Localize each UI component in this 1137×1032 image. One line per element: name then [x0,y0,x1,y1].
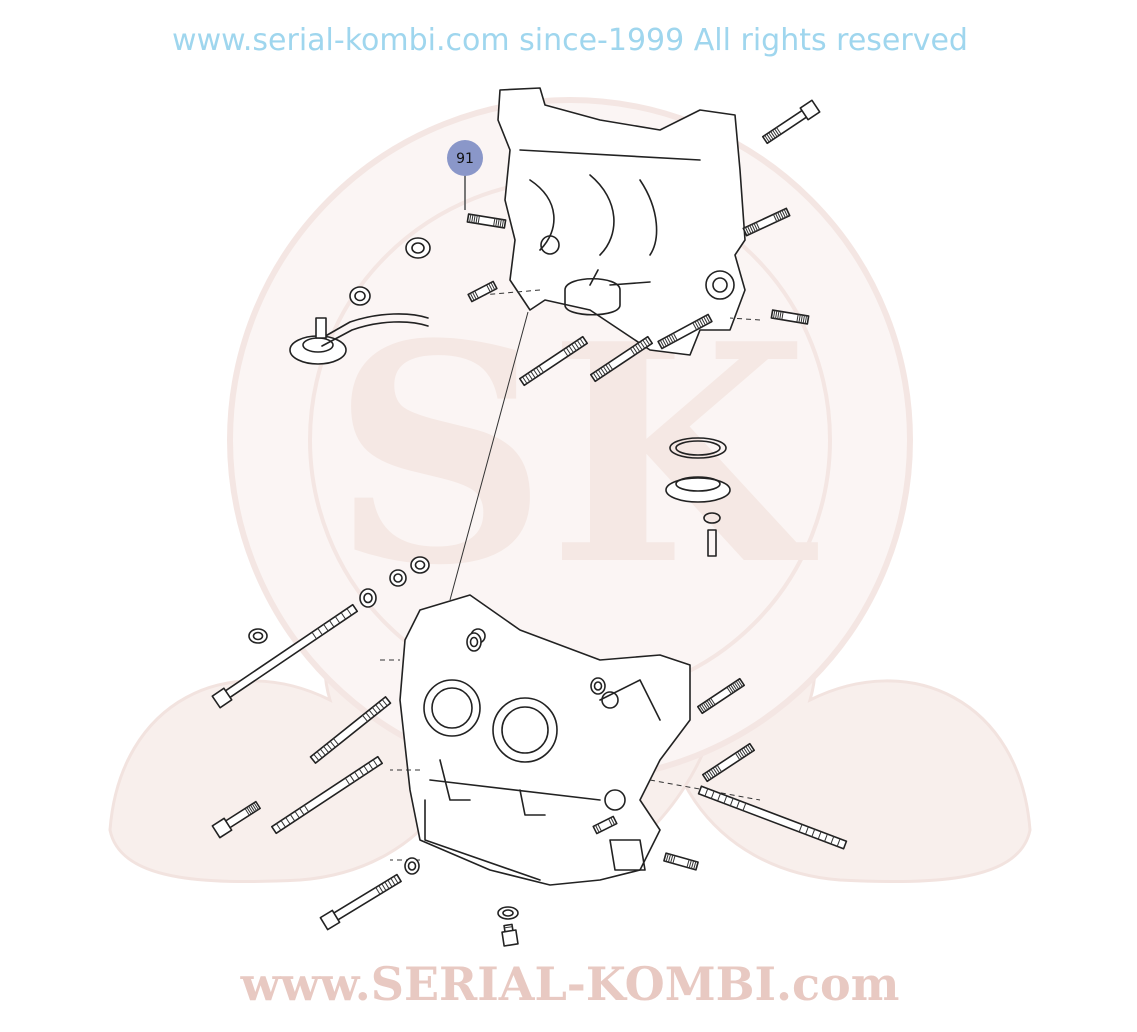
washer [407,861,417,871]
washer [252,631,264,641]
stud [270,755,384,835]
stud [466,213,507,229]
washer [411,242,425,254]
stud [657,313,713,350]
washer [593,681,603,691]
lower-crankcase-half [399,594,691,886]
stud [742,207,791,237]
watermark-monogram: SK [331,278,820,631]
stud [589,335,654,383]
watermark-arc-text: www.serial-kombi.com since-1999 All righ… [172,23,968,58]
stud [770,309,810,325]
upper-crankcase-half [497,87,746,356]
stud [701,742,756,783]
washer [414,560,426,570]
callout-91[interactable]: 91 [447,140,483,210]
stud [696,677,746,715]
callout-badge[interactable] [447,140,483,176]
washer [469,636,479,648]
stud [663,852,699,871]
washer [354,290,366,302]
bolt [761,99,821,145]
bolt [211,800,261,839]
washer [363,592,373,604]
fasteners [211,99,848,947]
bolt [501,923,519,947]
washer [393,573,403,583]
stud [467,280,498,303]
stud [518,335,589,387]
callout-label[interactable]: 91 [456,151,474,167]
stud [592,815,618,835]
oil-strainer-cover [665,437,731,557]
washer [502,909,514,917]
bolt [211,603,359,709]
stud [309,696,392,764]
oil-pickup-pipe [289,313,429,365]
bolt [319,873,402,931]
watermark-brand-text: www.SERIAL-KOMBI.com [240,957,900,1011]
stud [697,785,848,850]
